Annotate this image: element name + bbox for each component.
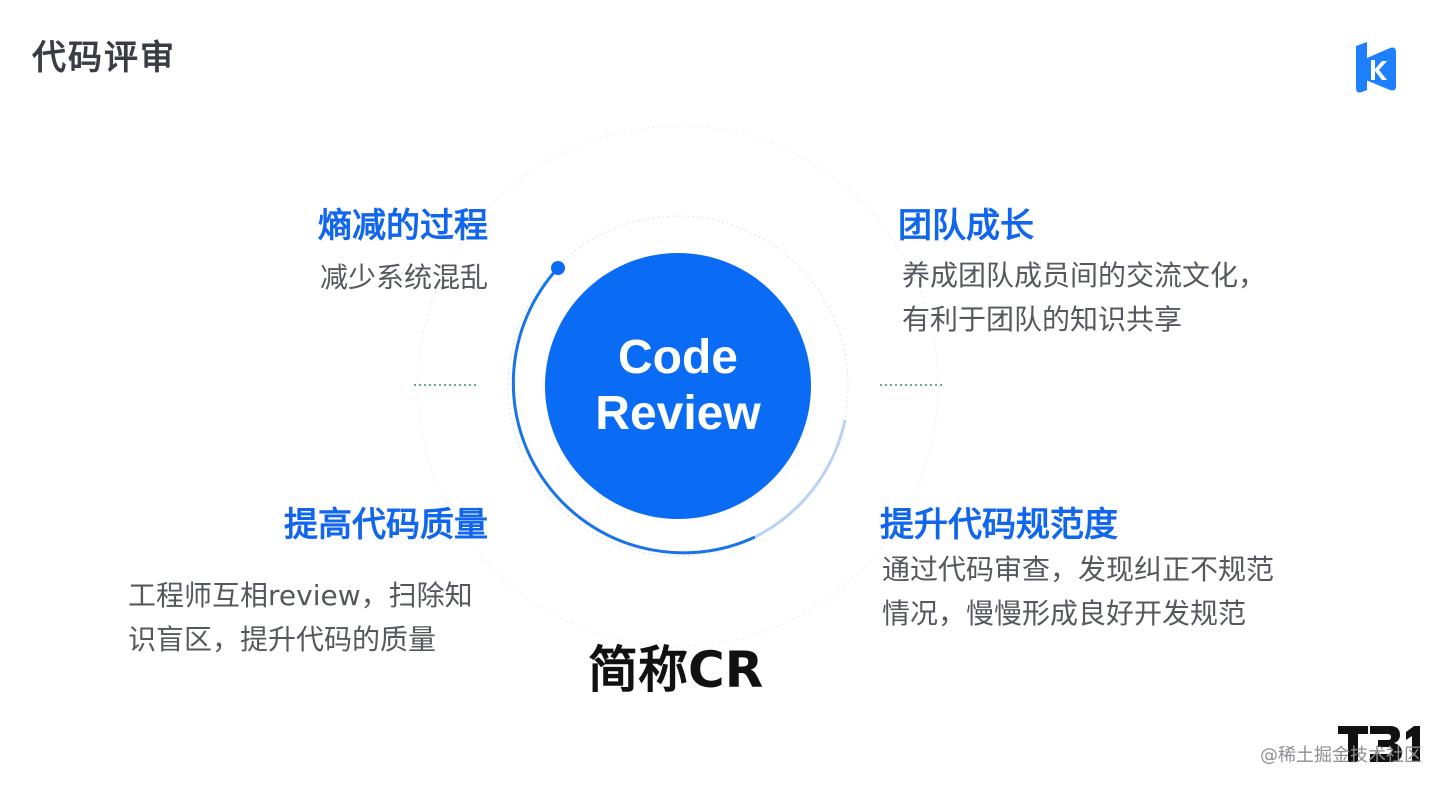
desc-top-right: 养成团队成员间的交流文化， 有利于团队的知识共享 bbox=[902, 254, 1266, 342]
desc-bottom-left-line: 识盲区，提升代码的质量 bbox=[128, 623, 437, 656]
heading-top-right: 团队成长 bbox=[898, 206, 1034, 246]
heading-top-left: 熵减的过程 bbox=[318, 206, 488, 246]
t31-logo-icon bbox=[1338, 726, 1420, 762]
watermark: @稀土掘金技术社区 bbox=[1260, 745, 1422, 766]
desc-bottom-right-line: 通过代码审查，发现纠正不规范 bbox=[882, 553, 1275, 586]
desc-bottom-left-line: 工程师互相review，扫除知 bbox=[128, 579, 473, 612]
desc-bottom-right: 通过代码审查，发现纠正不规范 情况，慢慢形成良好开发规范 bbox=[882, 548, 1274, 636]
desc-bottom-left: 工程师互相review，扫除知 识盲区，提升代码的质量 bbox=[128, 574, 473, 662]
page-title: 代码评审 bbox=[32, 38, 176, 78]
progress-dot bbox=[551, 261, 565, 275]
heading-bottom-left: 提高代码质量 bbox=[284, 505, 488, 545]
short-name-label: 简称CR bbox=[588, 641, 764, 699]
desc-top-right-line: 养成团队成员间的交流文化， bbox=[902, 259, 1267, 292]
juejin-logo-icon bbox=[1356, 42, 1396, 93]
desc-top-left: 减少系统混乱 bbox=[268, 256, 488, 300]
code-review-circle: Code Review bbox=[545, 253, 811, 519]
desc-bottom-right-line: 情况，慢慢形成良好开发规范 bbox=[882, 597, 1247, 630]
desc-top-right-line: 有利于团队的知识共享 bbox=[902, 303, 1183, 336]
center-line-2: Review bbox=[595, 387, 761, 440]
center-line-1: Code bbox=[618, 331, 738, 384]
heading-bottom-right: 提升代码规范度 bbox=[880, 505, 1118, 545]
desc-top-left-line: 减少系统混乱 bbox=[319, 261, 488, 294]
